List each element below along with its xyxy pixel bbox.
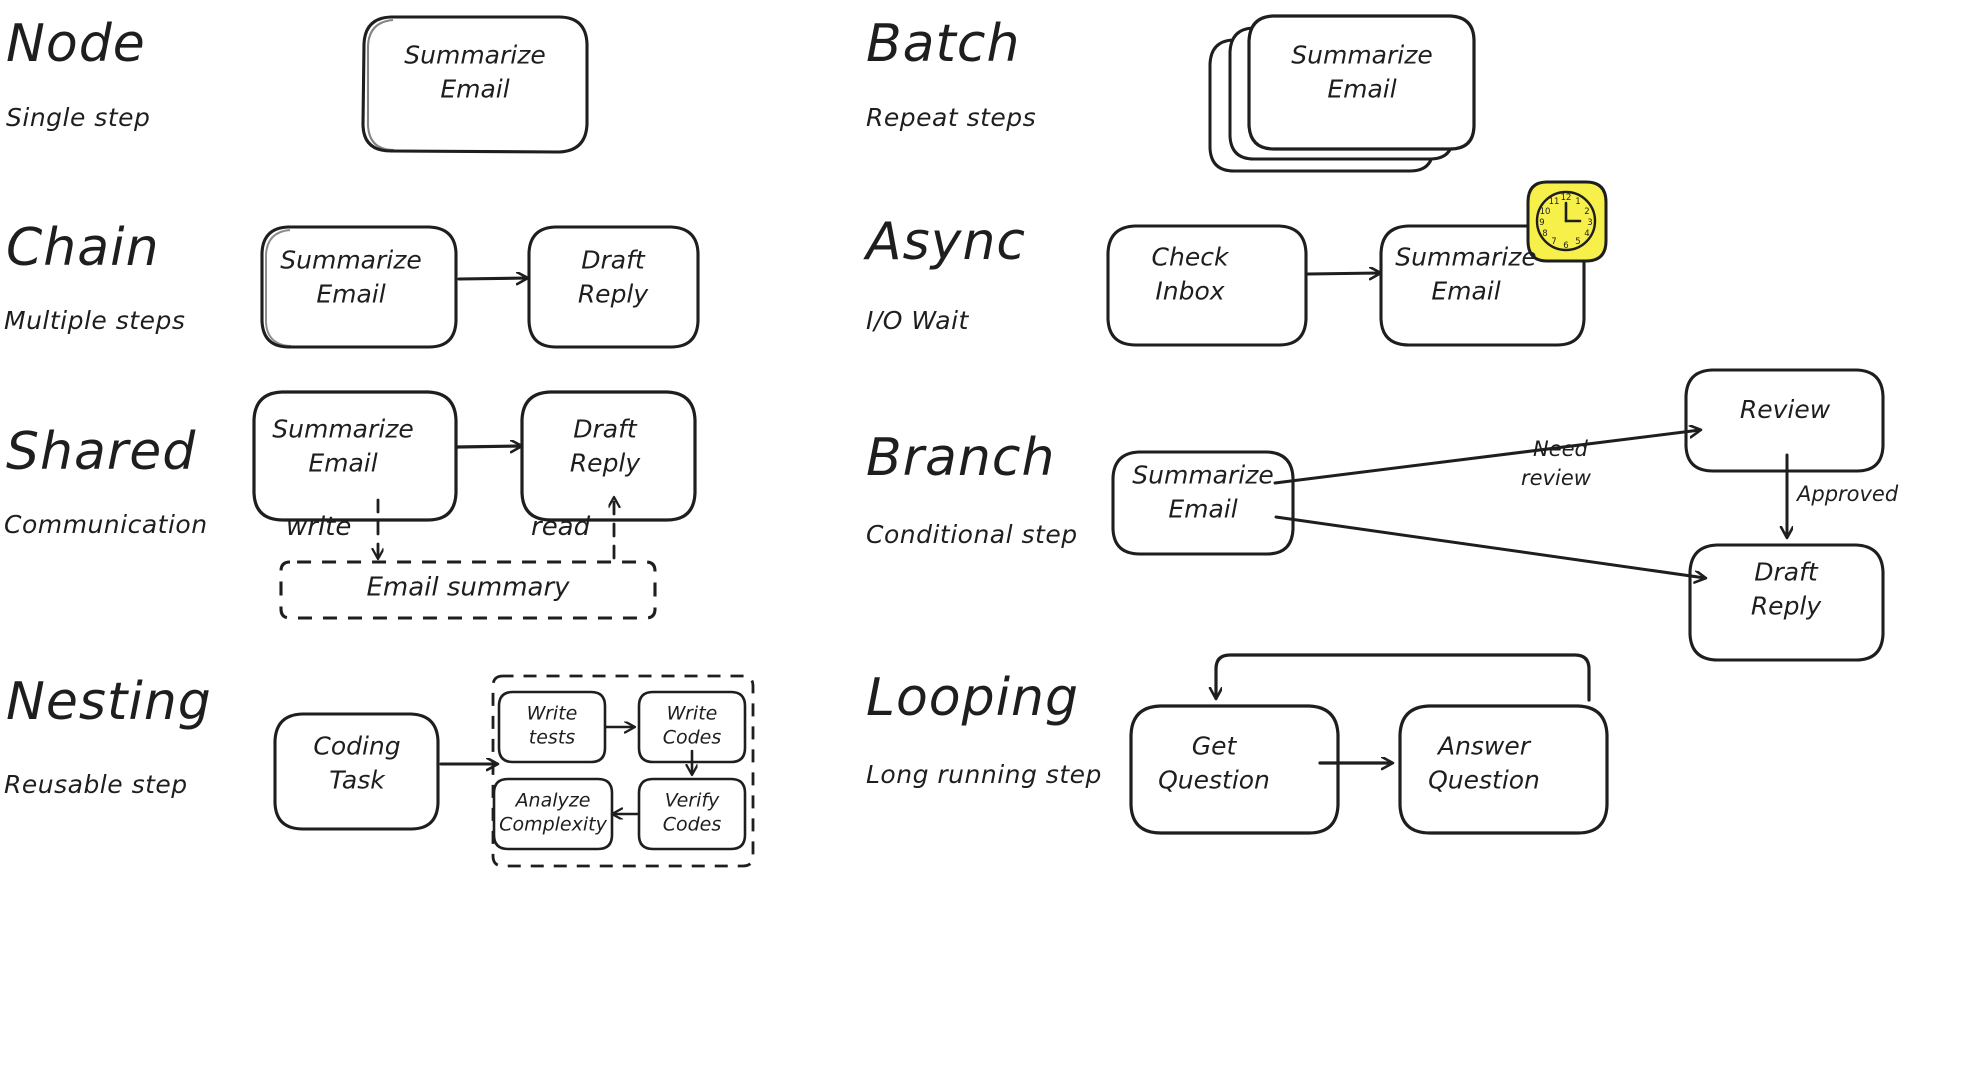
chain-arrow <box>457 278 527 279</box>
batch-section-shape <box>1208 14 1476 173</box>
nesting-box-write-codes[interactable] <box>637 690 747 764</box>
section-subtitle-chain: Multiple steps <box>4 306 186 335</box>
looping-section-shape <box>1129 653 1609 835</box>
chain-box-summarize[interactable] <box>260 225 458 349</box>
branch-need-label: Need <box>1533 437 1588 461</box>
async-box-check-inbox[interactable] <box>1106 224 1308 347</box>
svg-text:10: 10 <box>1540 207 1551 217</box>
section-title-batch: Batch <box>866 14 1021 74</box>
svg-text:3: 3 <box>1587 218 1592 228</box>
section-title-looping: Looping <box>866 668 1080 728</box>
shared-box-summarize[interactable] <box>252 390 458 522</box>
section-title-async: Async <box>866 212 1026 272</box>
svg-text:6: 6 <box>1563 241 1568 251</box>
section-subtitle-node: Single step <box>6 103 151 132</box>
svg-text:4: 4 <box>1584 229 1589 239</box>
svg-text:7: 7 <box>1551 237 1556 247</box>
nesting-box-write-tests[interactable] <box>497 690 607 764</box>
branch-box2-label: Review <box>1739 395 1831 425</box>
chain-section-shape <box>260 225 700 349</box>
branch-arrow-need-review <box>1273 430 1700 485</box>
branch-arrow-direct <box>1274 515 1705 578</box>
section-title-branch: Branch <box>866 428 1056 488</box>
svg-text:8: 8 <box>1542 229 1547 239</box>
node-box[interactable] <box>361 15 589 154</box>
branch-box-summarize[interactable] <box>1111 450 1295 556</box>
svg-text:1: 1 <box>1575 197 1580 207</box>
svg-text:12: 12 <box>1561 193 1572 203</box>
looping-arrow-loopback <box>1216 653 1591 702</box>
svg-text:2: 2 <box>1584 207 1589 217</box>
shared-store-label: Email summary <box>366 572 570 603</box>
section-subtitle-shared: Communication <box>4 510 208 539</box>
nesting-box-analyze-complexity[interactable] <box>492 777 614 851</box>
shared-write-label: write <box>286 512 352 542</box>
section-subtitle-async: I/O Wait <box>866 306 969 335</box>
svg-text:9: 9 <box>1539 218 1544 228</box>
branch-section-shape <box>1111 368 1885 662</box>
section-title-node: Node <box>6 14 146 74</box>
async-arrow <box>1306 273 1380 274</box>
nesting-box-verify-codes[interactable] <box>637 777 747 851</box>
looping-box-answer-question[interactable] <box>1398 704 1609 835</box>
branch-approved-label: Approved <box>1797 482 1899 506</box>
nesting-box-coding-task[interactable] <box>273 712 440 831</box>
section-subtitle-looping: Long running step <box>866 760 1102 789</box>
branch-box-draft[interactable] <box>1688 543 1885 662</box>
branch-box-review[interactable] <box>1684 368 1885 473</box>
nesting-section-shape <box>273 674 755 868</box>
shared-section-shape <box>252 390 697 620</box>
section-subtitle-nesting: Reusable step <box>4 770 188 799</box>
batch-box-front[interactable] <box>1247 14 1476 151</box>
section-title-shared: Shared <box>6 422 197 482</box>
shared-read-label: read <box>531 512 591 542</box>
branch-review-label: review <box>1521 466 1591 490</box>
looping-box-get-question[interactable] <box>1129 704 1340 835</box>
shared-box-draft[interactable] <box>520 390 697 522</box>
shared-arrow-main <box>455 446 521 447</box>
shared-store-box[interactable] <box>279 560 657 620</box>
section-subtitle-batch: Repeat steps <box>866 103 1037 132</box>
chain-box-draft[interactable] <box>527 225 700 349</box>
section-title-nesting: Nesting <box>6 672 212 732</box>
svg-text:11: 11 <box>1549 197 1560 207</box>
section-subtitle-branch: Conditional step <box>866 520 1078 549</box>
section-title-chain: Chain <box>6 218 160 278</box>
svg-text:5: 5 <box>1575 237 1580 247</box>
node-section-shape <box>361 15 589 154</box>
